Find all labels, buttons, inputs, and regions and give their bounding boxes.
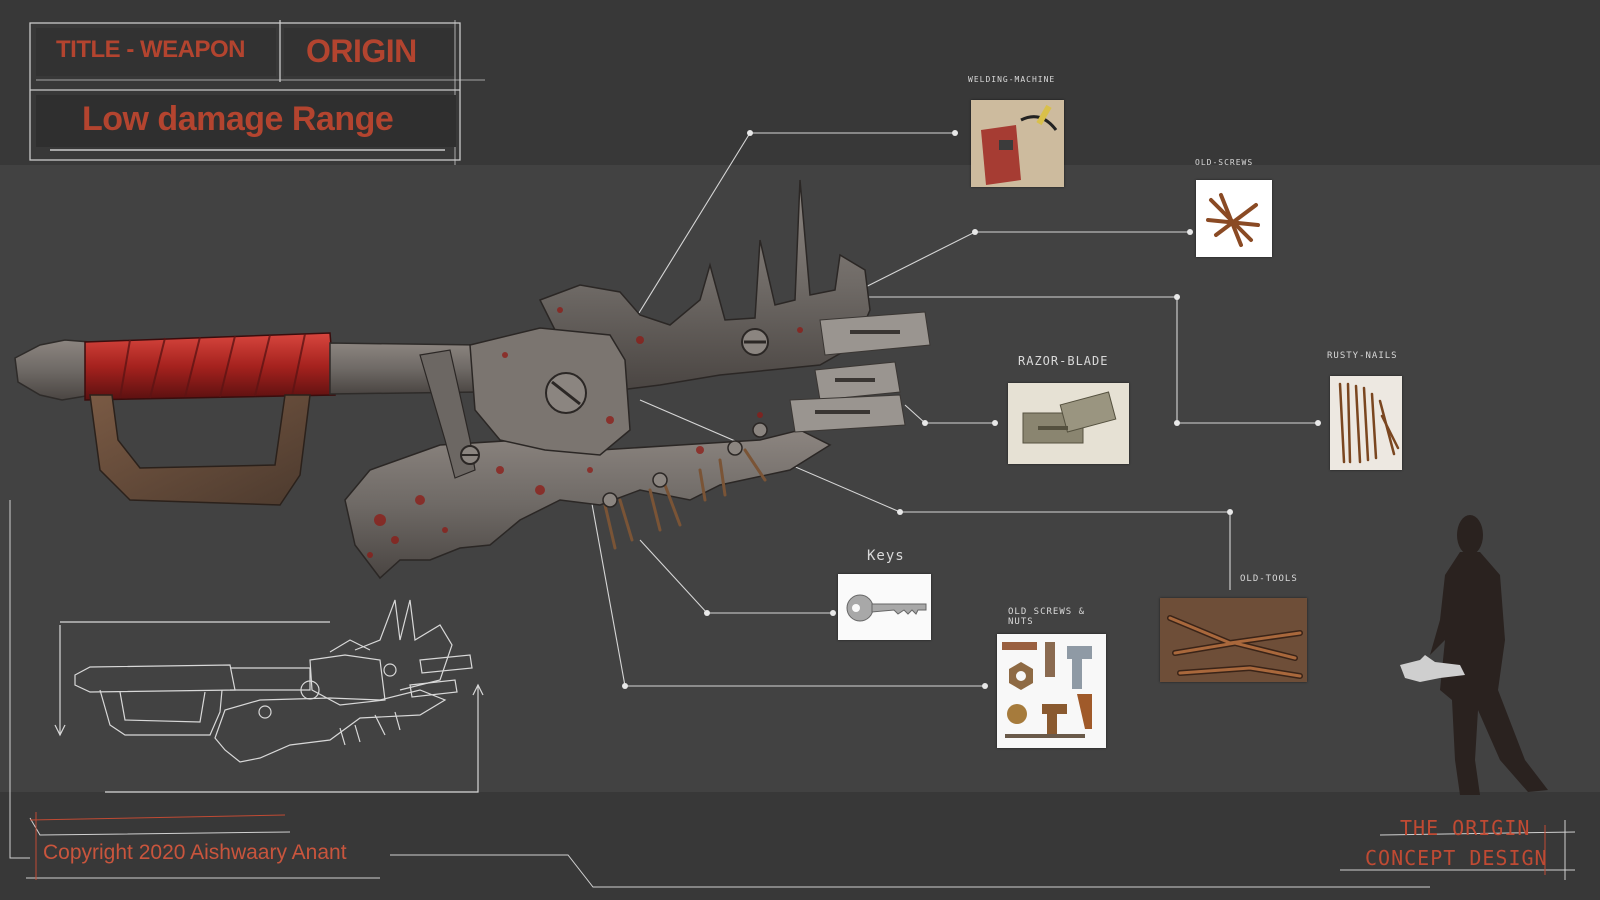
- rusty-nails-image: [1330, 376, 1402, 470]
- silhouette-weapon: [1400, 655, 1465, 682]
- old-screws-nuts-image: [997, 634, 1106, 748]
- label-rusty-nails: RUSTY-NAILS: [1327, 351, 1398, 361]
- brand-line-1: THE ORIGIN: [1400, 816, 1531, 840]
- label-old-screws-nuts: OLD SCREWS & NUTS: [1008, 607, 1086, 627]
- copyright-text: Copyright 2020 Aishwaary Anant: [43, 841, 347, 864]
- razor-blade-image: [1008, 383, 1129, 464]
- label-old-tools: OLD-TOOLS: [1240, 574, 1298, 584]
- damage-range-label: Low damage Range: [82, 100, 394, 138]
- damage-box: [36, 95, 456, 147]
- title-weapon-label: TITLE - WEAPON: [56, 36, 245, 63]
- origin-label: ORIGIN: [306, 33, 417, 69]
- header-frame: [29, 20, 485, 165]
- old-tools-image: [1160, 598, 1307, 682]
- screw-heads: [460, 328, 769, 508]
- label-razor-blade: RAZOR-BLADE: [1018, 354, 1109, 368]
- title-box-bg: [36, 28, 276, 76]
- footer-band: [0, 792, 1600, 900]
- footer-lines: [9, 500, 1576, 888]
- weapon-sketch: [54, 599, 484, 793]
- label-old-screws: OLD-SCREWS: [1195, 158, 1254, 167]
- old-screws-image: [1196, 180, 1272, 257]
- callout-dots: [622, 130, 1321, 689]
- brand-line-2: CONCEPT DESIGN: [1365, 846, 1548, 870]
- origin-box-bg: [284, 28, 454, 76]
- scale-silhouette: [1430, 515, 1548, 795]
- label-keys: Keys: [867, 548, 905, 564]
- footer-accent-lines: [29, 812, 1546, 880]
- weapon-illustration: [14, 179, 931, 580]
- welding-machine-image: [971, 100, 1064, 187]
- label-welding-machine: WELDING-MACHINE: [968, 75, 1056, 84]
- keys-image: [838, 574, 931, 640]
